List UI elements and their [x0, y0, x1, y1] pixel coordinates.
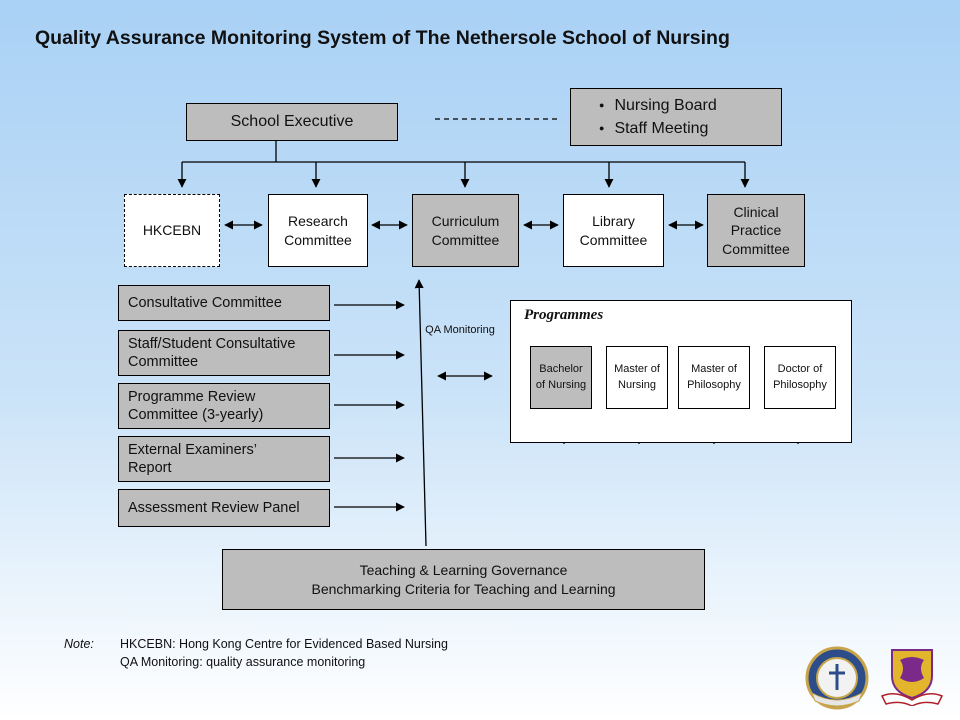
- diagram-title: Quality Assurance Monitoring System of T…: [35, 27, 730, 49]
- consultative-committee-label: Consultative Committee: [128, 294, 282, 311]
- consultative-committee-box: Consultative Committee: [118, 285, 330, 321]
- assessment-review-box: Assessment Review Panel: [118, 489, 330, 527]
- hkcebn-label: HKCEBN: [142, 222, 202, 239]
- staff-student-consultative-box: Staff/Student Consultative Committee: [118, 330, 330, 376]
- library-committee-box: Library Committee: [563, 194, 664, 267]
- programme-master-of-philosophy: Master of Philosophy: [678, 346, 750, 409]
- programme-master-of-nursing: Master of Nursing: [606, 346, 668, 409]
- programme-review-box: Programme Review Committee (3-yearly): [118, 383, 330, 429]
- clinical-practice-committee-box: Clinical Practice Committee: [707, 194, 805, 267]
- footnote-label: Note:: [64, 637, 94, 651]
- board-item-nursing-board: Nursing Board: [599, 94, 716, 117]
- programme-bachelor-of-nursing: Bachelor of Nursing: [530, 346, 592, 409]
- governance-line-1: Teaching & Learning Governance: [359, 562, 568, 579]
- curriculum-committee-box: Curriculum Committee: [412, 194, 519, 267]
- qa-monitoring-label: QA Monitoring: [425, 324, 495, 336]
- school-executive-label: School Executive: [230, 112, 354, 130]
- governance-line-2: Benchmarking Criteria for Teaching and L…: [311, 580, 616, 597]
- external-examiners-label: External Examiners’ Report: [128, 441, 257, 476]
- board-list: Nursing Board Staff Meeting: [599, 94, 717, 140]
- curriculum-committee-label: Curriculum Committee: [431, 213, 500, 248]
- nursing-board-box: Nursing Board Staff Meeting: [570, 88, 782, 146]
- nethersole-school-seal-icon: [805, 646, 869, 710]
- footnote-line-qa: QA Monitoring: quality assurance monitor…: [120, 654, 366, 669]
- clinical-practice-committee-label: Clinical Practice Committee: [722, 204, 790, 257]
- teaching-learning-governance-box: Teaching & Learning Governance Benchmark…: [222, 549, 705, 610]
- programme-doctor-philosophy-label: Doctor of Philosophy: [773, 362, 827, 391]
- cuhk-crest-icon: [880, 649, 944, 706]
- programme-doctor-of-philosophy: Doctor of Philosophy: [764, 346, 836, 409]
- research-committee-label: Research Committee: [284, 213, 352, 248]
- hkcebn-box: HKCEBN: [124, 194, 220, 267]
- board-item-staff-meeting: Staff Meeting: [599, 117, 717, 140]
- programmes-title: Programmes: [524, 307, 604, 323]
- research-committee-box: Research Committee: [268, 194, 368, 267]
- footnote-line-hkcebn: HKCEBN: Hong Kong Centre for Evidenced B…: [120, 637, 448, 651]
- assessment-review-label: Assessment Review Panel: [128, 499, 300, 516]
- library-committee-label: Library Committee: [579, 213, 648, 248]
- programme-master-nursing-label: Master of Nursing: [614, 362, 660, 391]
- programme-master-philosophy-label: Master of Philosophy: [687, 362, 741, 391]
- programme-bachelor-label: Bachelor of Nursing: [535, 362, 587, 391]
- school-executive-box: School Executive: [186, 103, 398, 141]
- programme-review-label: Programme Review Committee (3-yearly): [128, 388, 264, 423]
- staff-student-consultative-label: Staff/Student Consultative Committee: [128, 335, 296, 370]
- external-examiners-box: External Examiners’ Report: [118, 436, 330, 482]
